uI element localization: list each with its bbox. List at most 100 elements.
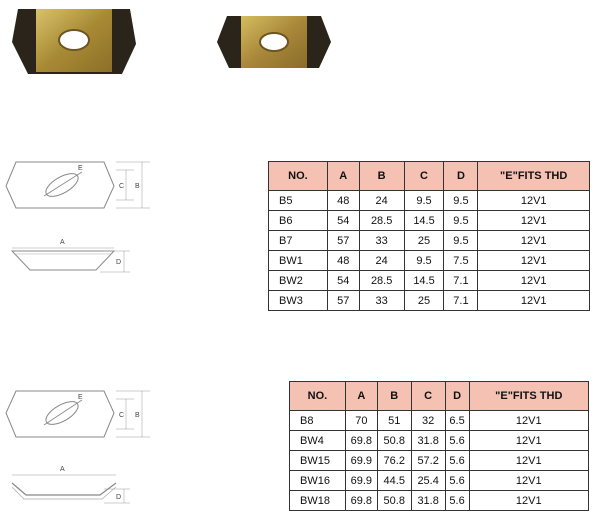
dim-label-a-2: A (60, 466, 65, 473)
dim-label-e: E (78, 165, 83, 172)
header-a: A (344, 381, 378, 411)
header-no: NO. (289, 381, 346, 411)
header-e-fits-thd: "E"FITS THD (468, 381, 590, 411)
cell-e: 12V1 (477, 230, 590, 251)
cell-e: 12V1 (468, 490, 590, 511)
header-no: NO. (268, 161, 328, 191)
dim-label-d-2: D (116, 494, 121, 501)
header-e-fits-thd: "E"FITS THD (477, 161, 590, 191)
header-c: C (403, 161, 445, 191)
table-header-row: NO. A B C D "E"FITS THD (268, 161, 590, 191)
cell-e: 12V1 (468, 430, 590, 451)
cell-d: 6.5 (444, 410, 470, 431)
cell-b: 51 (376, 410, 412, 431)
cell-e: 12V1 (477, 210, 590, 231)
cell-no: BW1 (268, 250, 328, 271)
dim-label-c-2: C (119, 412, 124, 419)
cell-a: 57 (326, 230, 360, 251)
cell-d: 5.6 (444, 450, 470, 471)
cell-e: 12V1 (477, 190, 590, 211)
technical-drawing-2: E C B A D (5, 390, 150, 504)
cell-no: BW2 (268, 270, 328, 291)
cell-no: BW4 (289, 430, 346, 451)
cell-no: B8 (289, 410, 346, 431)
table-row: BW18 69.8 50.8 31.8 5.6 12V1 (289, 490, 590, 511)
cell-no: BW3 (268, 290, 328, 311)
cell-e: 12V1 (468, 450, 590, 471)
cell-no: B6 (268, 210, 328, 231)
table-header-row: NO. A B C D "E"FITS THD (289, 381, 590, 411)
cell-no: B5 (268, 190, 328, 211)
part-photo-small (217, 16, 331, 68)
cell-c: 14.5 (403, 210, 445, 231)
table-row: BW1 48 24 9.5 7.5 12V1 (268, 250, 590, 271)
technical-drawing-1: E C B A D (5, 161, 150, 273)
header-d: D (444, 381, 470, 411)
spec-table-1: NO. A B C D "E"FITS THD B5 48 24 9.5 9.5… (268, 161, 590, 311)
cell-c: 57.2 (410, 450, 446, 471)
cell-b: 24 (358, 190, 405, 211)
cell-a: 57 (326, 290, 360, 311)
cell-b: 28.5 (358, 270, 405, 291)
cell-a: 69.9 (344, 470, 378, 491)
cell-a: 69.9 (344, 450, 378, 471)
cell-b: 33 (358, 290, 405, 311)
cell-c: 14.5 (403, 270, 445, 291)
table-row: BW2 54 28.5 14.5 7.1 12V1 (268, 270, 590, 291)
cell-a: 54 (326, 270, 360, 291)
part-photo-large (12, 9, 136, 74)
cell-c: 31.8 (410, 430, 446, 451)
header-b: B (358, 161, 405, 191)
cell-b: 44.5 (376, 470, 412, 491)
cell-d: 9.5 (443, 230, 479, 251)
cell-d: 5.6 (444, 490, 470, 511)
cell-b: 33 (358, 230, 405, 251)
header-c: C (410, 381, 446, 411)
cell-e: 12V1 (477, 250, 590, 271)
cell-no: BW15 (289, 450, 346, 471)
table-row: BW15 69.9 76.2 57.2 5.6 12V1 (289, 450, 590, 471)
cell-d: 5.6 (444, 470, 470, 491)
cell-d: 7.1 (443, 290, 479, 311)
dim-label-a: A (60, 239, 65, 246)
cell-e: 12V1 (477, 270, 590, 291)
dim-label-b-2: B (135, 412, 140, 419)
cell-c: 32 (410, 410, 446, 431)
header-a: A (326, 161, 360, 191)
cell-no: B7 (268, 230, 328, 251)
cell-a: 48 (326, 190, 360, 211)
cell-b: 24 (358, 250, 405, 271)
cell-no: BW16 (289, 470, 346, 491)
table-row: BW4 69.8 50.8 31.8 5.6 12V1 (289, 430, 590, 451)
cell-c: 25 (403, 290, 445, 311)
cell-c: 31.8 (410, 490, 446, 511)
table-row: BW3 57 33 25 7.1 12V1 (268, 290, 590, 311)
cell-a: 70 (344, 410, 378, 431)
cell-a: 54 (326, 210, 360, 231)
cell-d: 7.1 (443, 270, 479, 291)
cell-b: 50.8 (376, 430, 412, 451)
cell-b: 28.5 (358, 210, 405, 231)
cell-b: 50.8 (376, 490, 412, 511)
table-row: BW16 69.9 44.5 25.4 5.6 12V1 (289, 470, 590, 491)
cell-c: 9.5 (403, 250, 445, 271)
dim-label-c: C (119, 183, 124, 190)
table-row: B6 54 28.5 14.5 9.5 12V1 (268, 210, 590, 231)
dim-label-b: B (135, 183, 140, 190)
cell-b: 76.2 (376, 450, 412, 471)
dim-label-d: D (116, 259, 121, 266)
cell-d: 9.5 (443, 190, 479, 211)
spec-table-2: NO. A B C D "E"FITS THD B8 70 51 32 6.5 … (289, 381, 590, 511)
table-row: B5 48 24 9.5 9.5 12V1 (268, 190, 590, 211)
cell-d: 9.5 (443, 210, 479, 231)
cell-e: 12V1 (468, 410, 590, 431)
cell-e: 12V1 (477, 290, 590, 311)
cell-e: 12V1 (468, 470, 590, 491)
cell-c: 25.4 (410, 470, 446, 491)
dim-label-e-2: E (78, 394, 83, 401)
cell-a: 69.8 (344, 490, 378, 511)
cell-a: 69.8 (344, 430, 378, 451)
cell-d: 5.6 (444, 430, 470, 451)
header-b: B (376, 381, 412, 411)
table-row: B8 70 51 32 6.5 12V1 (289, 410, 590, 431)
